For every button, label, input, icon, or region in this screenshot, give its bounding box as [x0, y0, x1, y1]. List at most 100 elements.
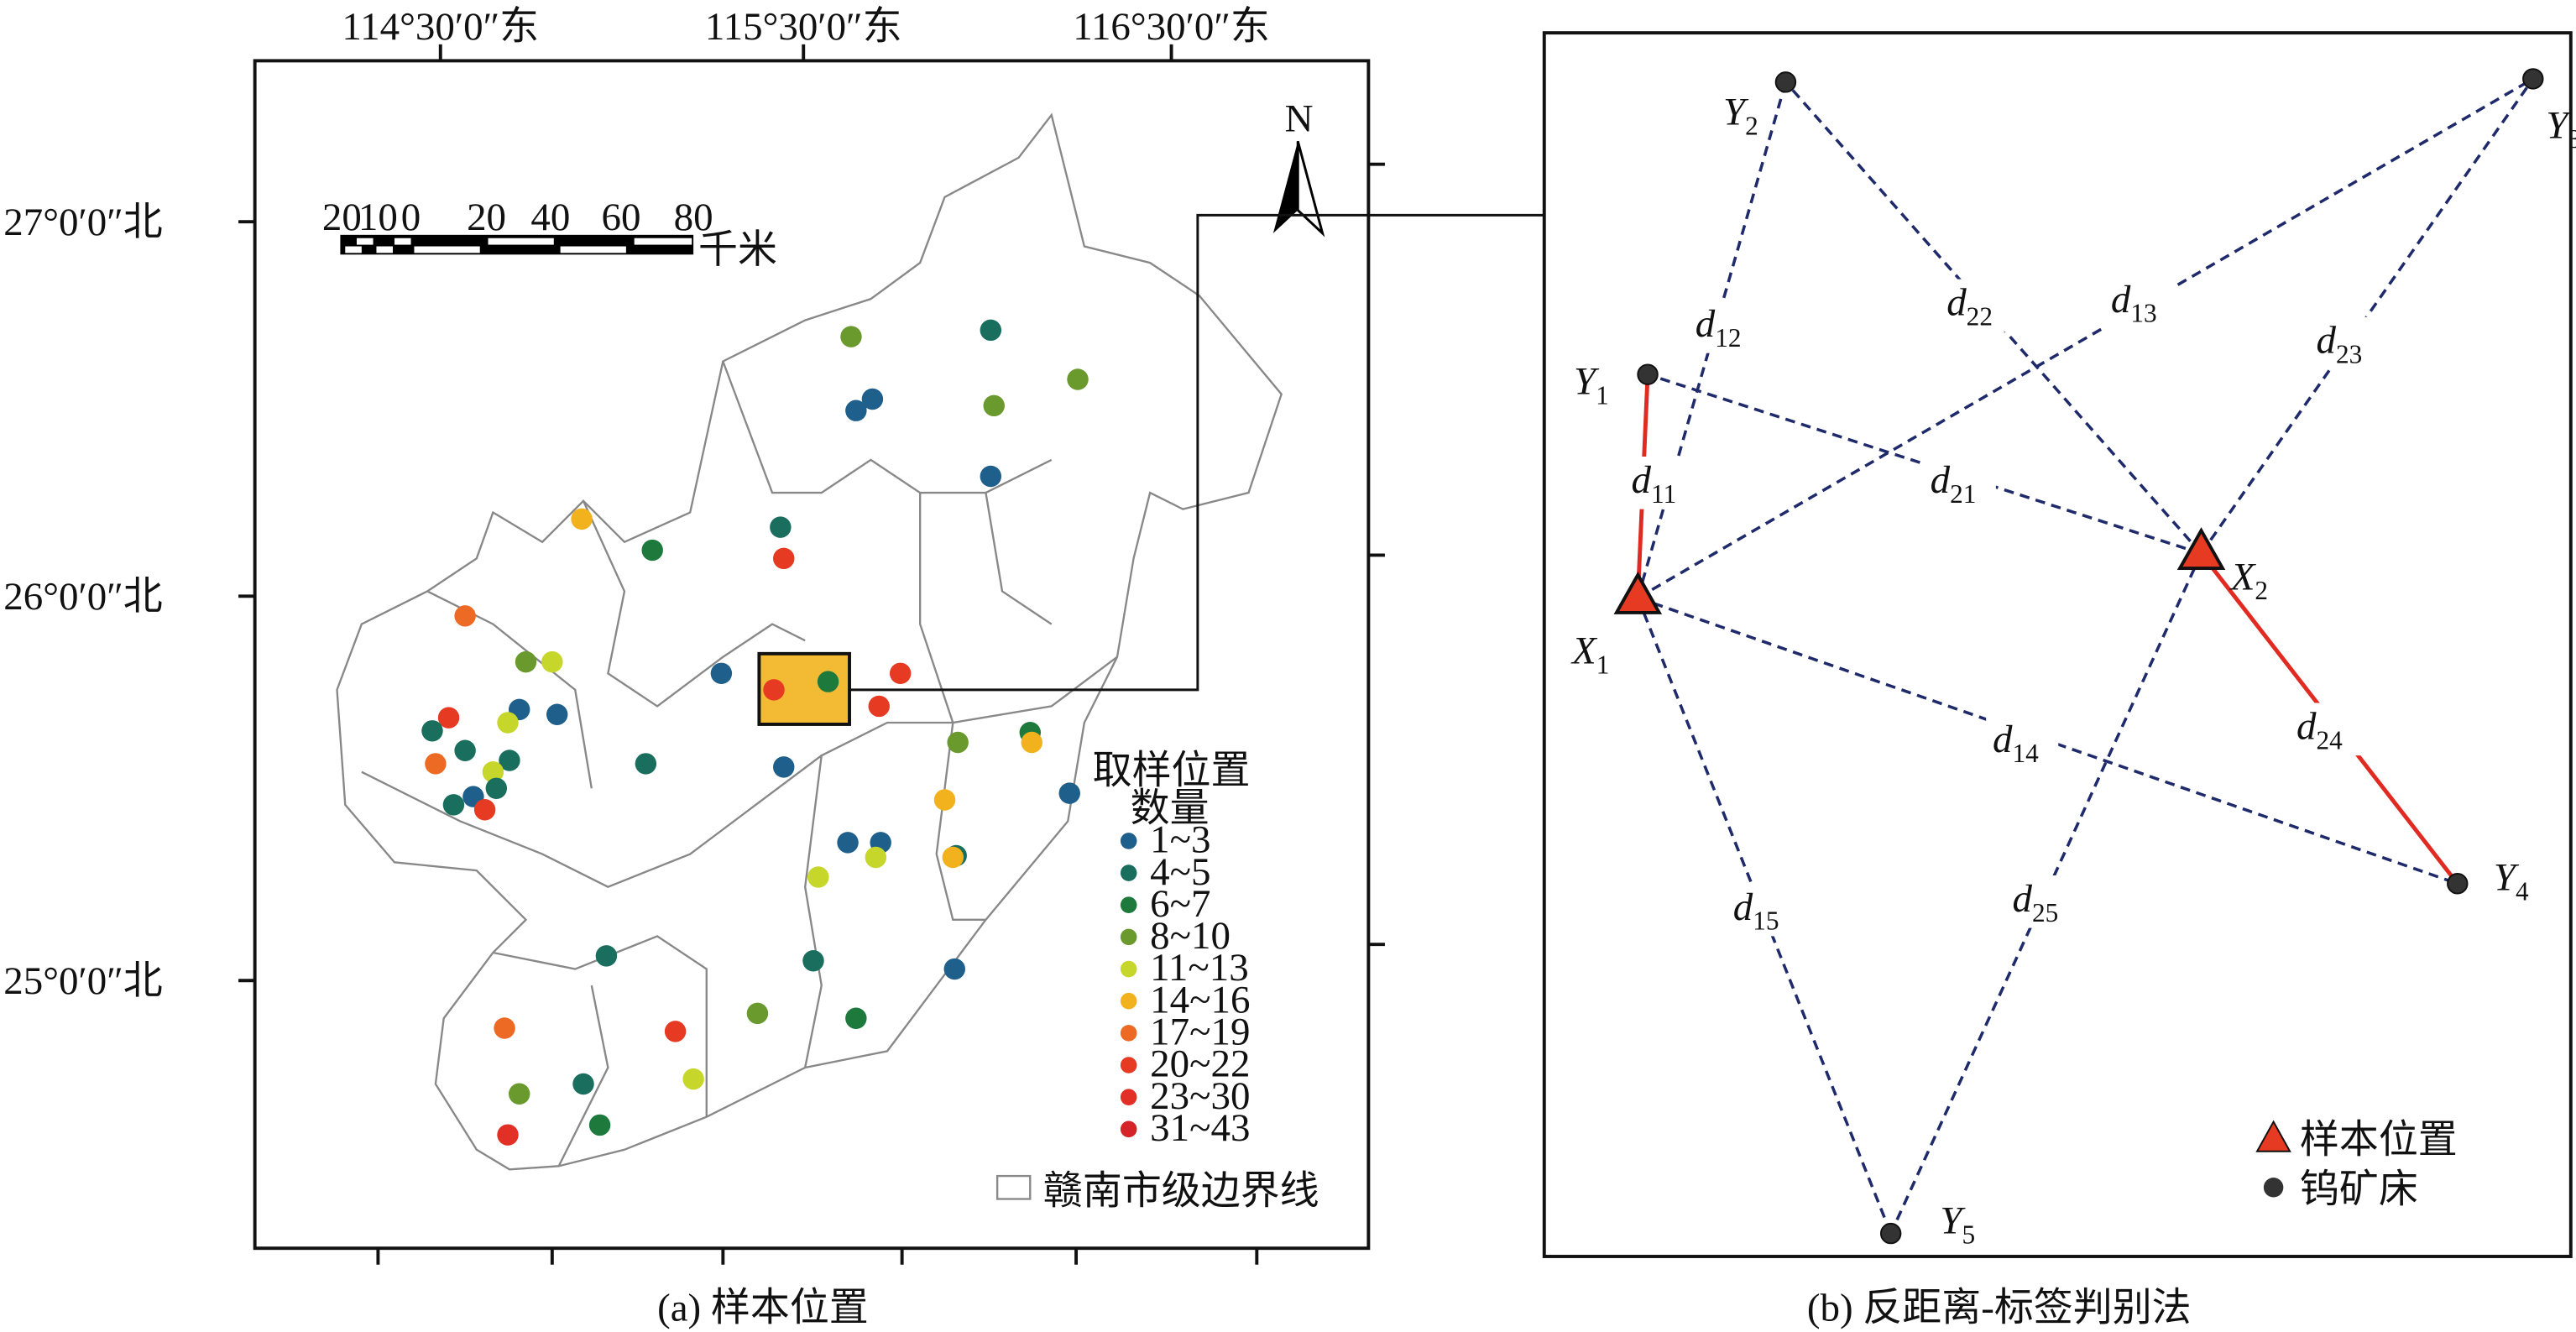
lat-label: 26°0′0″北	[3, 575, 162, 619]
legend-item-label: 6~7	[1150, 882, 1210, 926]
sample-point	[682, 1068, 704, 1090]
lat-label: 25°0′0″北	[3, 959, 162, 1003]
sample-point	[482, 760, 504, 783]
map-panel: 114°30′0″东 115°30′0″东 116°30′0″东 27°0′0″…	[3, 5, 1385, 1265]
legend-sample-label: 样本位置	[2300, 1119, 2458, 1162]
sample-point	[497, 712, 519, 734]
sample-point	[664, 1021, 687, 1042]
sample-point	[868, 695, 890, 718]
node-label: Y5	[1940, 1199, 1975, 1250]
sample-point	[497, 1124, 519, 1146]
legend-dot	[1120, 1057, 1137, 1073]
node-label: X1	[1570, 629, 1609, 680]
edge-d21	[1647, 373, 2202, 556]
edge-label: d12	[1696, 302, 1742, 353]
sample-point	[571, 508, 593, 530]
edge-label: d22	[1946, 281, 1993, 332]
legend-dot	[1120, 896, 1137, 914]
lon-label: 114°30′0″东	[342, 5, 539, 49]
scale-bar: 20 10 0 20 40 60 80 千米	[322, 196, 777, 272]
deposit-circle-icon	[1879, 1222, 1902, 1245]
edge-label: d14	[1993, 718, 2039, 768]
sample-point	[515, 650, 537, 673]
edge-label: d15	[1733, 885, 1779, 936]
sample-point	[773, 756, 795, 778]
sample-point	[845, 400, 867, 421]
deposit-circle-icon	[1774, 71, 1797, 93]
sample-point	[635, 753, 657, 775]
edge-d25	[1889, 552, 2203, 1235]
sample-point	[572, 1073, 594, 1095]
legend-item-label: 4~5	[1150, 850, 1210, 894]
sample-point	[641, 539, 663, 562]
legend-title: 取样位置	[1093, 749, 1251, 792]
sample-point	[588, 1114, 611, 1136]
sample-point	[746, 1002, 769, 1025]
legend-item-label: 11~13	[1150, 946, 1249, 990]
sample-point	[845, 1007, 867, 1029]
legend-deposit-label: 钨矿床	[2300, 1167, 2418, 1211]
sample-point	[454, 739, 476, 761]
sample-point	[421, 720, 443, 742]
scale-tick: 80	[674, 196, 713, 239]
circle-icon	[2263, 1178, 2284, 1198]
sample-point	[865, 846, 887, 869]
scale-tick: 20	[467, 196, 506, 239]
edge-label: d25	[2012, 877, 2058, 927]
sample-point	[933, 789, 956, 811]
north-arrow-icon: N	[1272, 97, 1325, 238]
sample-point	[541, 650, 563, 673]
sample-point	[837, 832, 859, 854]
sample-point	[710, 662, 733, 685]
legend-item-label: 23~30	[1150, 1074, 1250, 1118]
deposit-circle-icon	[2447, 873, 2469, 895]
edge-label: d11	[1631, 458, 1676, 509]
caption-b: (b) 反距离-标签判别法	[1807, 1286, 2192, 1329]
node-label: X2	[2229, 556, 2268, 606]
sample-point	[983, 394, 1005, 417]
edge-d13	[1637, 77, 2534, 599]
legend-item-label: 17~19	[1150, 1011, 1250, 1054]
scale-tick: 40	[530, 196, 570, 239]
sample-point	[773, 547, 795, 570]
scale-tick: 10	[358, 196, 398, 239]
legend-item-label: 14~16	[1150, 978, 1250, 1021]
sample-point	[942, 846, 964, 869]
scale-tick: 20	[322, 196, 362, 239]
legend-dot	[1120, 833, 1137, 849]
scale-tick: 0	[401, 196, 421, 239]
lon-label: 115°30′0″东	[705, 5, 902, 49]
deposit-circle-icon	[2522, 68, 2544, 90]
sample-point	[840, 326, 862, 347]
legend-boundary-label: 赣南市级边界线	[1043, 1169, 1319, 1213]
sample-point	[1021, 731, 1042, 754]
map-legend: 取样位置 数量 1~34~56~78~1011~1314~1617~1920~2…	[995, 749, 1319, 1213]
sample-point	[485, 777, 508, 800]
sample-point	[595, 945, 618, 967]
legend-dot	[1120, 1120, 1137, 1138]
sample-triangle-icon	[1613, 571, 1663, 614]
legend-dot	[1120, 1025, 1137, 1042]
legend-dot	[1120, 1089, 1137, 1105]
legend-dot	[1120, 928, 1137, 946]
sample-point	[980, 319, 1002, 342]
sample-point	[943, 958, 965, 980]
edge-label: d13	[2111, 278, 2157, 328]
connector-line	[849, 213, 1544, 692]
sample-point	[508, 1083, 530, 1105]
sample-point	[442, 794, 465, 816]
deposit-circle-icon	[1637, 363, 1659, 385]
sample-point	[425, 753, 447, 775]
legend-item-label: 8~10	[1150, 914, 1231, 958]
sample-triangle-icon	[2176, 527, 2226, 571]
legend-item-label: 31~43	[1150, 1106, 1250, 1150]
node-label: Y3	[2546, 103, 2576, 154]
sample-point	[980, 465, 1002, 488]
north-label: N	[1285, 97, 1314, 141]
node-label: Y1	[1574, 360, 1609, 410]
sample-point	[861, 388, 884, 410]
region-boundary	[336, 112, 1283, 1171]
sample-point	[1058, 782, 1080, 804]
edge-label: d24	[2296, 705, 2343, 755]
